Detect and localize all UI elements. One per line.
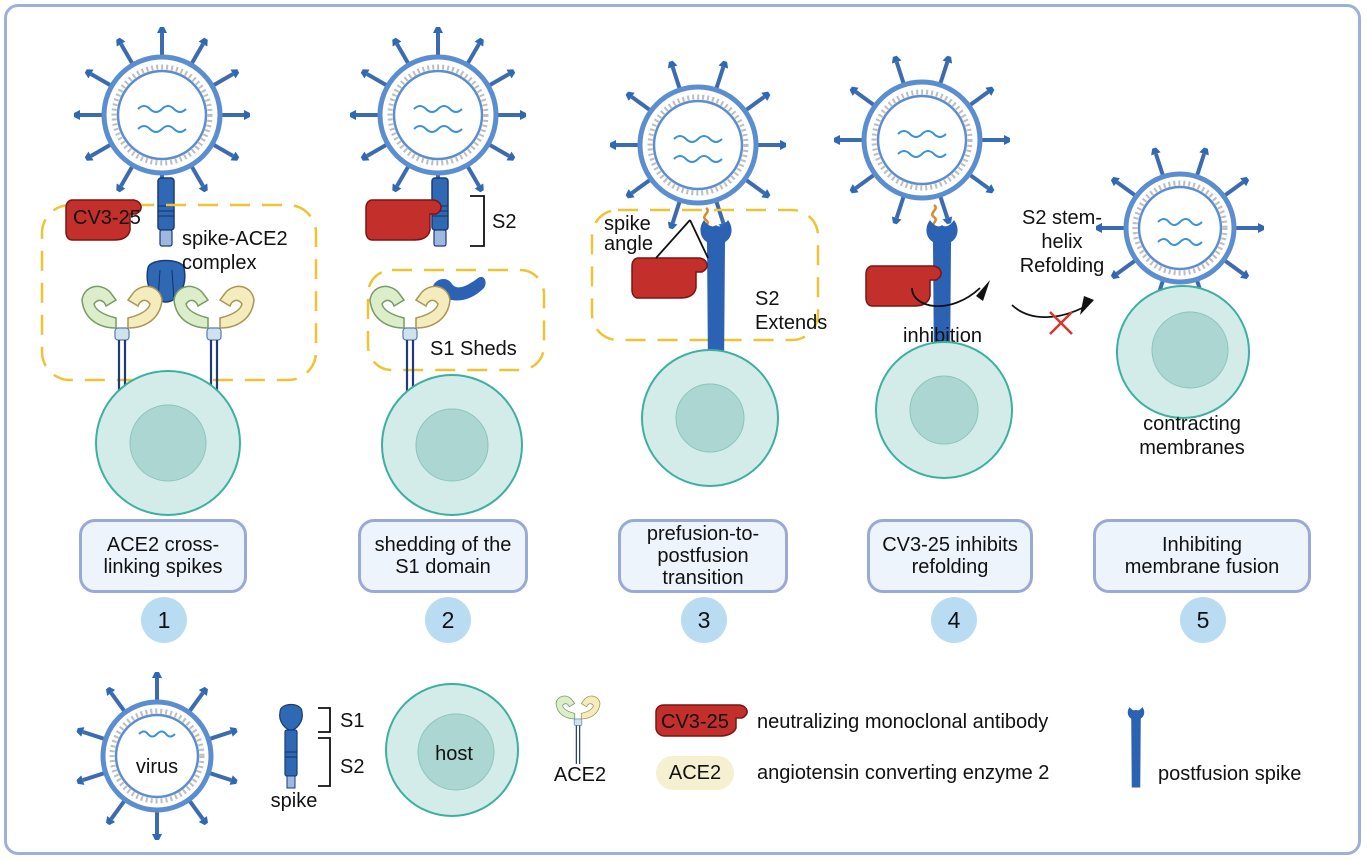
legend-antibody-icon [655, 704, 748, 737]
panel-2-number: 2 [425, 597, 471, 643]
legend-spike-icon [279, 703, 303, 789]
panel-2-step-label: shedding of the S1 domain [358, 519, 528, 593]
panel-1-number: 1 [141, 597, 187, 643]
panel-4-inhibition-label: inhibition [903, 325, 982, 347]
panel-3-host-cell [641, 349, 779, 487]
panel-4-step-label: CV3-25 inhibits refolding [867, 519, 1033, 593]
legend-ace2-tag-box [656, 756, 734, 790]
panel-4-inhibition-arrow [911, 287, 981, 307]
legend-antibody-tag: CV3-25 [661, 711, 729, 733]
legend-virus-label: virus [136, 756, 178, 778]
panel-3-angle-line-2 [689, 219, 709, 259]
legend-ace2-icon-label: ACE2 [554, 764, 606, 786]
panel-5-refolding-arrow [1011, 304, 1087, 319]
panel-3-number: 3 [681, 597, 727, 643]
legend-postfusion-desc: postfusion spike [1158, 763, 1301, 785]
panel-2-antibody [365, 199, 442, 241]
panel-2-host-cell [381, 374, 523, 516]
legend-s1-label: S1 [340, 710, 364, 732]
legend-s2-label: S2 [340, 756, 364, 778]
legend-s2-bracket [318, 737, 331, 787]
legend-spike-label: spike [271, 790, 318, 812]
panel-1-focus-box [40, 203, 318, 382]
panel-1-virus [72, 25, 252, 205]
panel-2-s2-bracket [470, 195, 485, 247]
panel-1-antibody-label: CV3-25 [73, 207, 141, 229]
legend-ace2-desc: angiotensin converting enzyme 2 [757, 762, 1049, 784]
panel-3-antibody [631, 257, 708, 299]
panel-4-virus [832, 52, 1012, 228]
panel-1-host-cell [95, 370, 241, 516]
panel-2-focus-box [366, 268, 546, 372]
panel-3-step-label: prefusion-to- postfusion transition [618, 519, 788, 593]
legend-virus-icon [73, 670, 241, 842]
panel-5-step-label: Inhibiting membrane fusion [1093, 519, 1311, 593]
panel-3-virus [608, 57, 788, 233]
panel-1-spike [146, 177, 186, 303]
panel-4-arrowhead [976, 280, 990, 301]
legend-ace2-icon [555, 695, 601, 765]
panel-2-s2-label: S2 [492, 211, 516, 233]
panel-5-blocked-x-icon [1049, 311, 1073, 335]
panel-5-number: 5 [1180, 597, 1226, 643]
panel-4-antibody [865, 265, 942, 307]
legend-postfusion-spike-icon [1127, 706, 1145, 788]
panel-5-arrowhead [1080, 296, 1094, 315]
panel-4-number: 4 [931, 597, 977, 643]
legend-s1-bracket [318, 707, 331, 733]
panel-2-virus [348, 25, 528, 205]
panel-5-host-cell [1116, 285, 1250, 419]
legend-ace2-tag: ACE2 [669, 762, 721, 784]
legend-host-icon [385, 683, 519, 817]
panel-3-angle-line [655, 219, 691, 259]
legend-host-label: host [435, 743, 473, 765]
panel-4-host-cell [875, 341, 1013, 479]
panel-2-s1-label: S1 Sheds [430, 338, 517, 360]
panel-5-virus [1094, 144, 1266, 312]
panel-1-step-label: ACE2 cross- linking spikes [79, 519, 247, 593]
legend-antibody-desc: neutralizing monoclonal antibody [757, 711, 1048, 733]
panel-3-focus-box [590, 208, 820, 342]
